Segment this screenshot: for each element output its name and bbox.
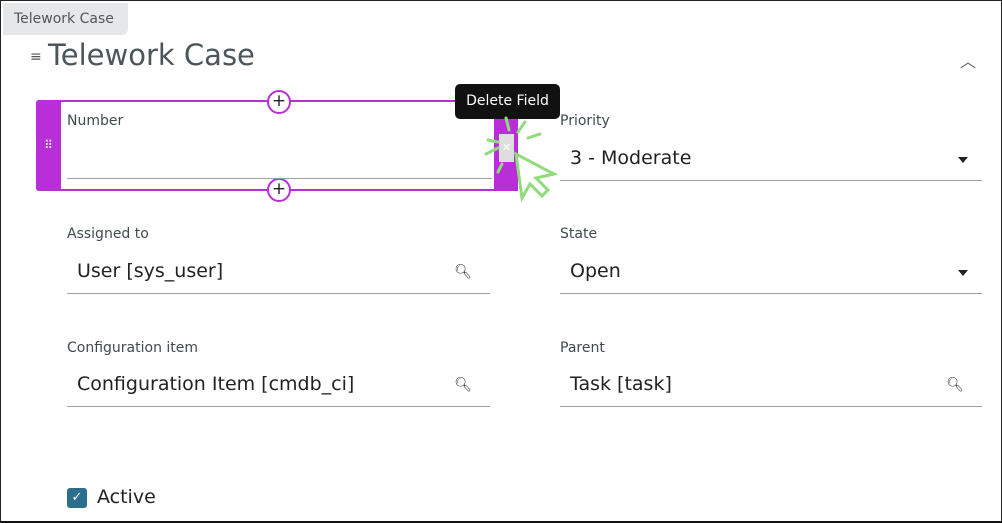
field-label: Parent [560,340,605,356]
delete-field-tooltip: Delete Field [455,84,560,119]
delete-field-button[interactable]: ✕ [499,134,514,162]
click-cursor-icon [484,116,559,203]
field-value[interactable]: User [sys_user] [77,260,224,282]
search-icon[interactable]: 🔍︎ [454,377,472,393]
dropdown-caret-icon[interactable] [958,157,968,163]
field-value[interactable]: Configuration Item [cmdb_ci] [77,373,355,395]
field-label: Configuration item [67,340,199,356]
search-icon[interactable]: 🔍︎ [946,377,964,393]
field-label: Assigned to [67,226,149,242]
form-tab[interactable]: Telework Case [3,3,128,35]
add-field-below-button[interactable]: + [267,178,291,202]
form-title: Telework Case [48,38,255,72]
hamburger-icon[interactable]: ≡ [30,49,42,65]
chevron-up-icon[interactable]: ︿ [960,52,977,71]
field-label: Priority [560,113,610,129]
field-label: State [560,226,598,242]
search-icon[interactable]: 🔍︎ [454,264,472,280]
active-checkbox[interactable]: ✓ [67,488,87,508]
field-value[interactable]: Task [task] [570,373,672,395]
field-value[interactable]: 3 - Moderate [570,147,692,169]
field-value[interactable]: Open [570,260,621,282]
drag-handle-icon[interactable]: ⠿ [36,100,61,191]
field-label: Number [67,113,124,129]
add-field-above-button[interactable]: + [267,90,291,114]
active-label: Active [97,486,156,508]
dropdown-caret-icon[interactable] [958,270,968,276]
